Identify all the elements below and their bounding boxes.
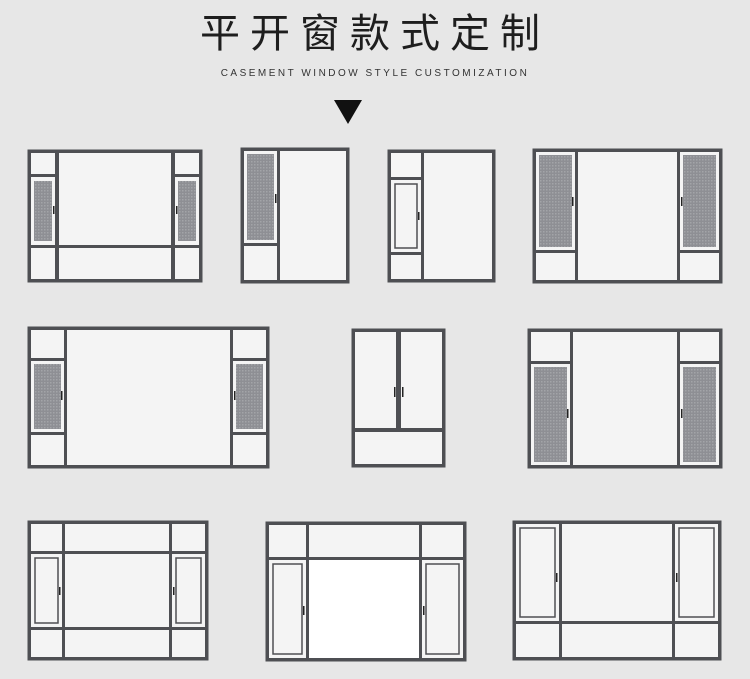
window-style-10[interactable] bbox=[511, 519, 723, 662]
page-subtitle: CASEMENT WINDOW STYLE CUSTOMIZATION bbox=[220, 68, 530, 79]
window-style-8[interactable] bbox=[26, 519, 210, 662]
triangle-down-icon bbox=[334, 100, 362, 124]
window-style-2[interactable] bbox=[239, 146, 351, 285]
window-style-9[interactable] bbox=[264, 520, 468, 663]
page-title: 平开窗款式定制 bbox=[200, 11, 550, 57]
window-style-1[interactable] bbox=[26, 148, 204, 284]
window-style-6[interactable] bbox=[350, 327, 447, 469]
window-style-5[interactable] bbox=[26, 325, 271, 470]
window-style-7[interactable] bbox=[526, 327, 724, 470]
window-style-4[interactable] bbox=[531, 147, 724, 285]
window-style-3[interactable] bbox=[386, 148, 497, 284]
